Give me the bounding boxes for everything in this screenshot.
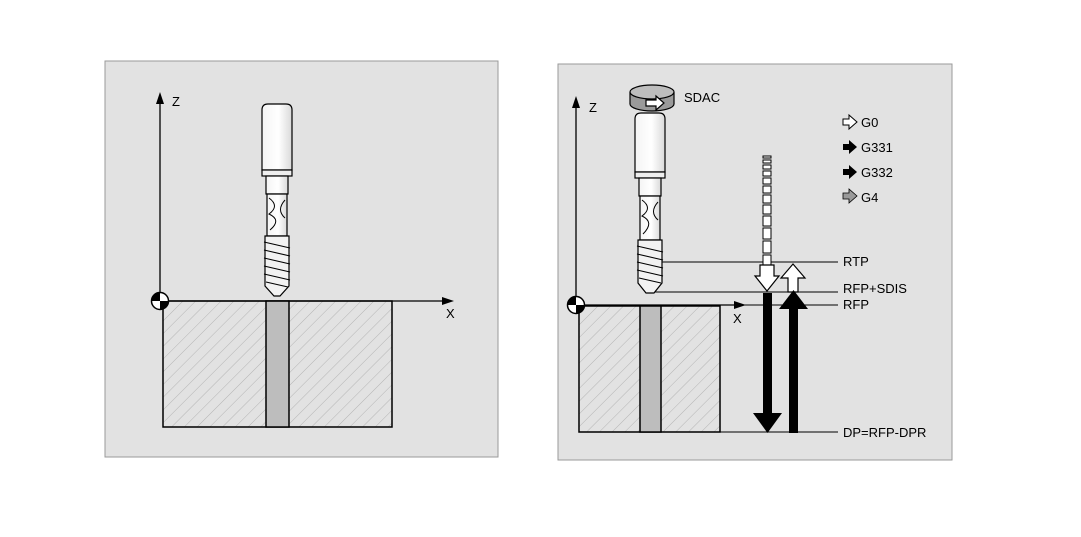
origin-icon — [566, 295, 586, 315]
g331-feed-arrow — [753, 293, 782, 433]
x-axis-label: X — [733, 311, 742, 326]
left-panel: Z X — [104, 60, 499, 458]
x-axis — [160, 297, 454, 305]
tap-tool-icon — [634, 112, 666, 294]
spindle-rotation-icon — [629, 84, 675, 112]
svg-text:G332: G332 — [861, 165, 893, 180]
tap-tool-icon — [261, 103, 293, 297]
rapid-traverse-path — [753, 155, 781, 292]
svg-text:G4: G4 — [861, 190, 878, 205]
origin-icon — [150, 291, 170, 311]
level-lines — [651, 261, 838, 433]
z-axis — [572, 96, 580, 305]
legend: G0 G331 G332 G4 — [842, 113, 893, 205]
legend-item-g331: G331 — [843, 140, 893, 155]
legend-item-g0: G0 — [842, 113, 878, 131]
svg-text:G331: G331 — [861, 140, 893, 155]
z-axis-label: Z — [172, 94, 180, 109]
rfp-sdis-label: RFP+SDIS — [843, 281, 907, 296]
right-panel: Z X RTP RFP+SDIS RFP DP=RFP-DPR — [557, 63, 953, 461]
rtp-label: RTP — [843, 254, 869, 269]
rapid-retract-arrow — [779, 263, 807, 293]
z-axis — [156, 92, 164, 300]
filled-arrow-icon — [843, 140, 857, 154]
dp-label: DP=RFP-DPR — [843, 425, 926, 440]
spindle-label: SDAC — [684, 90, 720, 105]
outline-arrow-icon — [842, 113, 858, 131]
z-axis-label: Z — [589, 100, 597, 115]
rfp-label: RFP — [843, 297, 869, 312]
x-axis-label: X — [446, 306, 455, 321]
drilled-hole — [639, 305, 662, 433]
svg-text:G0: G0 — [861, 115, 878, 130]
legend-item-g4: G4 — [842, 188, 878, 205]
grey-arrow-icon — [842, 188, 858, 204]
legend-item-g332: G332 — [843, 165, 893, 180]
g332-retract-arrow — [779, 290, 808, 433]
workpiece-block — [578, 305, 721, 433]
filled-arrow-icon — [843, 165, 857, 179]
workpiece-block — [162, 300, 393, 428]
drilled-hole — [265, 300, 290, 428]
